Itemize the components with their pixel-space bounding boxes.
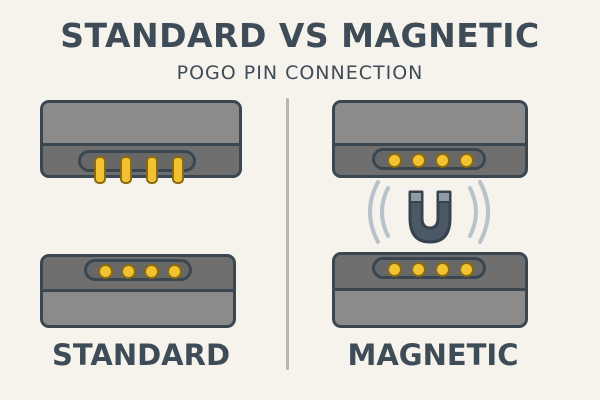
standard-contact-pad-1 (98, 264, 113, 279)
magnetic-top-pin-2 (411, 153, 426, 168)
standard-pogo-pin-2 (120, 156, 132, 184)
standard-pogo-pin-1 (94, 156, 106, 184)
magnetic-contact-pad-2 (411, 262, 426, 277)
magnetic-contact-pad-1 (387, 262, 402, 277)
standard-bottom-pin-housing (84, 259, 192, 281)
magnetic-top-pin-housing (372, 148, 486, 170)
diagram-title: STANDARD VS MAGNETIC (60, 16, 540, 55)
magnetic-contact-pad-4 (459, 262, 474, 277)
diagram-subtitle: POGO PIN CONNECTION (176, 62, 424, 84)
standard-contact-pad-4 (167, 264, 182, 279)
magnetic-top-pin-3 (435, 153, 450, 168)
standard-top-pin-housing (78, 150, 196, 172)
center-divider (286, 98, 289, 370)
signal-waves-icon (368, 180, 490, 244)
magnetic-contact-pad-3 (435, 262, 450, 277)
standard-contact-pad-3 (144, 264, 159, 279)
magnetic-label: MAGNETIC (347, 338, 519, 372)
magnetic-top-pin-4 (459, 153, 474, 168)
magnetic-top-pin-1 (387, 153, 402, 168)
magnetic-bottom-pin-housing (372, 257, 486, 279)
standard-contact-pad-2 (121, 264, 136, 279)
standard-pogo-pin-3 (146, 156, 158, 184)
standard-label: STANDARD (51, 338, 231, 372)
standard-top-connector (40, 100, 242, 178)
standard-pogo-pin-4 (172, 156, 184, 184)
